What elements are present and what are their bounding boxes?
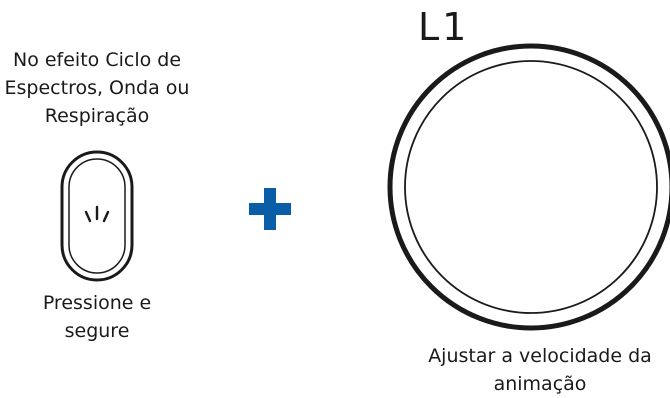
dial-label: L1 [418, 5, 470, 49]
button-action-label: Pressione e segure [10, 289, 184, 345]
dial-caption: Ajustar a velocidade da animação [395, 342, 670, 398]
instruction-line-3: Respiração [44, 105, 150, 127]
action-line-1: Pressione e [42, 292, 152, 314]
press-button-icon [60, 150, 134, 282]
press-lines-icon [84, 205, 110, 223]
instruction-line-1: No efeito Ciclo de [12, 49, 182, 71]
effect-instruction: No efeito Ciclo de Espectros, Onda ou Re… [0, 46, 194, 130]
action-line-2: segure [64, 320, 130, 342]
instruction-line-2: Espectros, Onda ou [4, 77, 190, 99]
dial-caption-line-1: Ajustar a velocidade da [428, 345, 652, 367]
dial-caption-line-2: animação [493, 373, 587, 395]
plus-icon [249, 188, 291, 230]
dial-icon [387, 43, 670, 331]
